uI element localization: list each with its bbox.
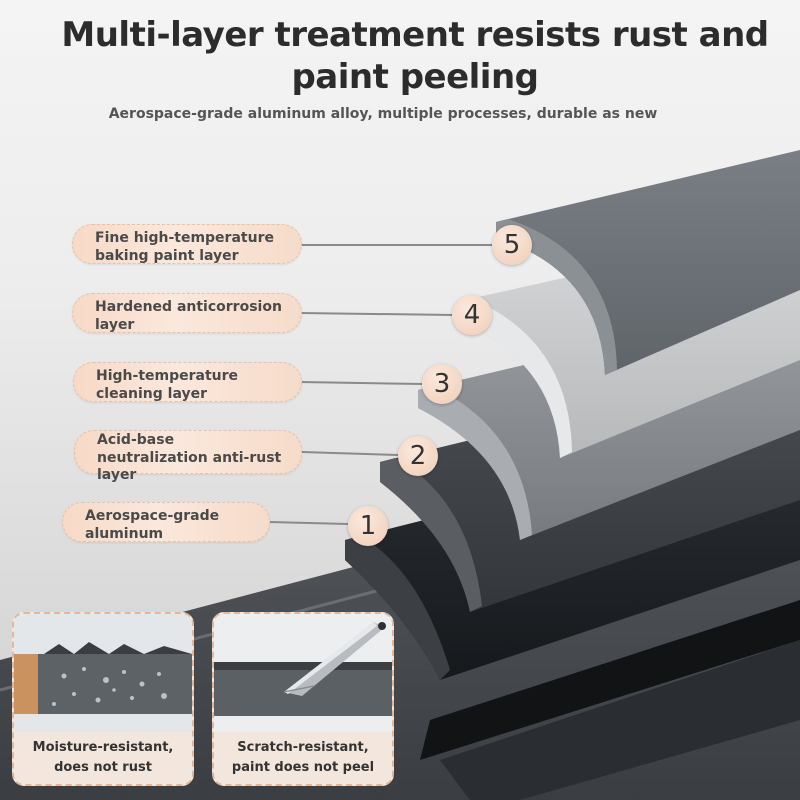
title-line-2: paint peeling	[291, 57, 539, 97]
leader-lines	[269, 244, 492, 525]
layer-3-number-badge: 3	[422, 364, 462, 404]
feature-card-scratch: Scratch-resistant, paint does not peel	[212, 612, 394, 786]
knife-blade-icon	[283, 622, 386, 696]
layer-1-label: Aerospace-grade aluminum	[62, 502, 270, 542]
feature-card-moisture: Moisture-resistant, does not rust	[12, 612, 194, 786]
moisture-caption: Moisture-resistant, does not rust	[32, 740, 174, 775]
layer-2-label: Acid-base neutralization anti-rust layer	[74, 430, 302, 483]
title-line-1: Multi-layer treatment resists rust and	[61, 15, 769, 55]
layer-4-label: Hardened anticorrosion layer	[72, 293, 302, 333]
water-droplet-icon	[52, 667, 167, 706]
layer-4-number-badge: 4	[452, 295, 492, 335]
scratch-caption: Scratch-resistant, paint does not peel	[231, 740, 375, 775]
leader-line-1	[269, 521, 349, 525]
scratch-photo	[214, 614, 392, 732]
page-title: Multi-layer treatment resists rust and p…	[0, 14, 800, 98]
layer-2-number-badge: 2	[398, 436, 438, 476]
leader-line-3	[299, 381, 423, 385]
layer-5-label: Fine high-temperature baking paint layer	[72, 224, 302, 264]
page-subtitle: Aerospace-grade aluminum alloy, multiple…	[108, 106, 658, 122]
moisture-photo	[14, 614, 192, 732]
layer-3-label: High-temperature cleaning layer	[73, 362, 302, 402]
leader-line-4	[299, 312, 455, 316]
layer-1-number-badge: 1	[348, 506, 388, 546]
leader-line-2	[301, 451, 399, 456]
layer-5-number-badge: 5	[492, 225, 532, 265]
